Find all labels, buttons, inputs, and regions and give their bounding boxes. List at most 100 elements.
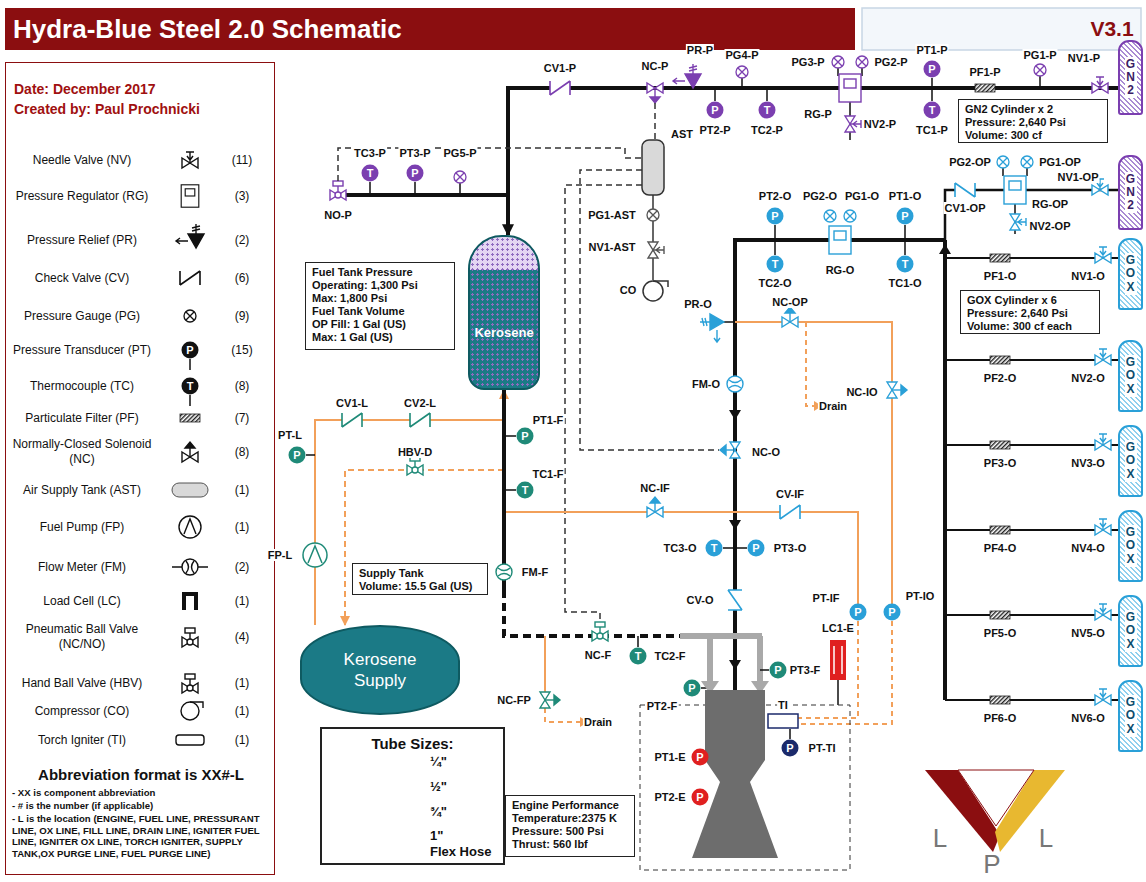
part-tag: TC3-O <box>663 542 698 554</box>
count-number: (8) <box>234 446 251 458</box>
ox-arrows-part <box>729 410 741 420</box>
ox-components-part <box>1095 247 1111 263</box>
part-tag: FP-L <box>267 549 293 561</box>
pressurant-components-part <box>975 84 995 92</box>
legend-text: Particulate Filter (PF) <box>7 411 157 426</box>
node-text: GN2 <box>1125 172 1137 214</box>
sensor-symbol: P <box>517 428 534 445</box>
valve-symbols-part <box>887 382 907 398</box>
count-number: (2) <box>234 561 251 573</box>
pressurant-line <box>338 68 1040 195</box>
pressurant-components-part <box>673 64 701 88</box>
air-supply-part <box>642 140 664 195</box>
node-text: Max: 1,800 Psi <box>312 292 448 305</box>
part-tag: PT2-O <box>758 190 792 202</box>
count-number: (15) <box>230 344 253 356</box>
supply-tank: Kerosene Supply <box>300 625 460 715</box>
ox-line <box>722 225 1118 700</box>
valve-symbols-part <box>780 505 800 519</box>
ox-arrows-part <box>729 520 741 530</box>
part-tag: PG2-P <box>873 56 908 68</box>
part-tag: PG1-AST <box>587 209 637 221</box>
legend-text: Check Valve (CV) <box>7 271 157 286</box>
legend-icons-part <box>182 152 198 168</box>
sensor-symbol: T <box>182 378 199 395</box>
legend-icons-part <box>180 414 200 422</box>
legend-text: Air Supply Tank (AST) <box>7 483 157 498</box>
legend-text: Torch Igniter (TI) <box>7 733 157 748</box>
part-tag: PF3-O <box>983 457 1017 469</box>
ox-purge-components-part <box>1021 156 1033 168</box>
ox-line-part <box>735 240 945 700</box>
part-tag: TC3-P <box>353 147 387 159</box>
pipe-connector <box>508 88 1118 235</box>
node-text: Max: 1 Gal (US) <box>312 331 448 344</box>
ox-components-part <box>1095 434 1111 450</box>
part-tag: NV4-O <box>1070 542 1106 554</box>
gox-cylinder: GOX <box>1118 680 1143 752</box>
fuel-components-part <box>592 622 608 641</box>
node-text: Fuel Tank Pressure <box>312 266 448 279</box>
part-tag: PR-O <box>683 298 713 310</box>
legend-icons <box>172 152 208 745</box>
pressurant-components <box>330 56 1108 200</box>
part-tag: NV3-O <box>1070 457 1106 469</box>
count-number: (1) <box>234 677 251 689</box>
sensor-symbol: T <box>767 256 784 273</box>
legend-text: Pressure Relief (PR) <box>7 233 157 248</box>
ox-purge-components-part <box>1010 214 1026 230</box>
igniter-lines-part <box>545 322 892 724</box>
node-text: GOX <box>1125 695 1137 737</box>
legend-icons-part <box>182 559 198 575</box>
logo-letter: L <box>1038 832 1054 844</box>
node-text: Engine Performance <box>512 799 628 812</box>
pipe-connector <box>345 390 504 625</box>
air-supply-components-part <box>647 209 659 221</box>
legend-text: 1" <box>430 829 443 843</box>
part-tag: RG-P <box>803 108 833 120</box>
ox-line-part <box>945 258 1118 700</box>
part-tag: NC-IF <box>639 482 670 494</box>
logo-letter: L <box>932 832 948 844</box>
legend-text: Flow Meter (FM) <box>7 560 157 575</box>
ox-components-part <box>727 376 743 392</box>
ox-components-part <box>990 441 1010 449</box>
gox-cylinder: GOX <box>1118 238 1143 310</box>
part-tag: PT3-P <box>398 147 431 159</box>
part-tag: PT2-E <box>653 791 686 803</box>
ox-purge-components-part <box>1004 176 1026 204</box>
node-text: GOX <box>1125 610 1137 652</box>
part-tag: NC-IO <box>845 386 878 398</box>
info-box: Supply TankVolume: 15.5 Gal (US) <box>352 563 488 595</box>
count-number: (2) <box>234 234 251 246</box>
pressurant-components-part <box>856 56 868 68</box>
sensor-symbol: P <box>924 61 941 78</box>
info-box: Engine PerformanceTemperature:2375 KPres… <box>505 795 635 857</box>
gn2-cylinder: GN2 <box>1118 155 1143 230</box>
pressurant-components-part <box>550 81 570 95</box>
drain-arrows <box>580 401 822 727</box>
part-tag: NC-OP <box>771 296 808 308</box>
node-text: Abbreviation format is XX#-L <box>11 766 271 783</box>
logo <box>925 770 1065 852</box>
node-text: Date: December 2017 <box>14 81 269 97</box>
node-text: Thrust: 560 lbf <box>512 838 628 851</box>
ox-components-part <box>990 526 1010 534</box>
count-number: (7) <box>234 412 251 424</box>
ox-arrows-part <box>729 660 741 670</box>
part-tag: TC2-P <box>750 124 784 136</box>
legend-icons-part <box>176 224 204 248</box>
node-text: Volume: 300 cf each <box>967 320 1093 333</box>
legend-text: ¼" <box>430 755 447 769</box>
legend-text: Fuel Pump (FP) <box>7 520 157 535</box>
part-tag: Drain <box>818 400 848 412</box>
pressurant-components-part <box>832 56 844 68</box>
part-tag: FM-F <box>521 566 549 578</box>
node-text: GOX <box>1125 525 1137 567</box>
part-tag: TC2-F <box>653 650 686 662</box>
pipe-connector <box>315 390 504 625</box>
part-tag: HBV-D <box>397 446 433 458</box>
pressurant-components-part <box>1034 64 1046 76</box>
pressurant-components-part <box>454 171 466 183</box>
node-text: Kerosene <box>470 325 538 340</box>
